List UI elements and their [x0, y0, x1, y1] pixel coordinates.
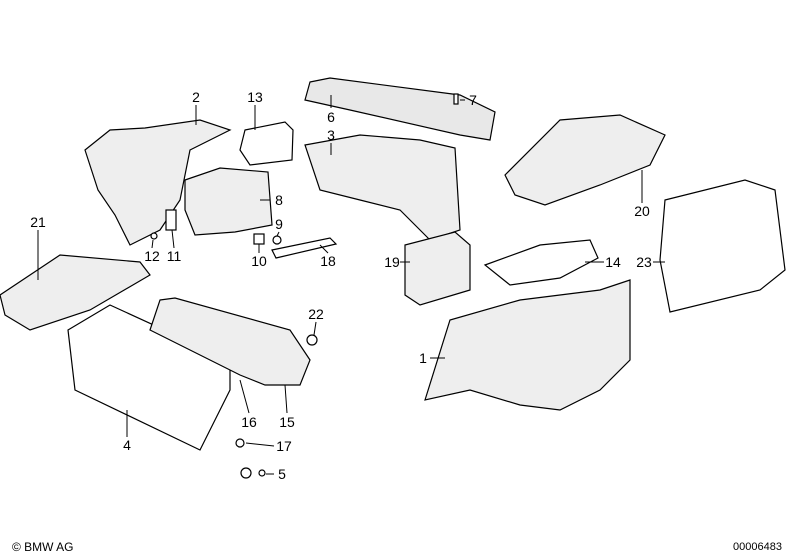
- part-7-clip: [453, 93, 459, 105]
- callout-22[interactable]: 22: [308, 306, 324, 322]
- callout-14[interactable]: 14: [605, 254, 621, 270]
- part-6-shelf: [304, 77, 496, 141]
- part-9-clip: [272, 235, 282, 245]
- copyright-text: © BMW AG: [12, 540, 74, 554]
- callout-19[interactable]: 19: [384, 254, 400, 270]
- part-14-box: [483, 239, 599, 286]
- callout-6[interactable]: 6: [327, 109, 335, 125]
- part-8-cover: [184, 167, 273, 236]
- callout-5[interactable]: 5: [278, 466, 286, 482]
- callout-2[interactable]: 2: [192, 89, 200, 105]
- part-22-clip: [306, 334, 318, 346]
- diagram-number: 00006483: [733, 541, 782, 553]
- callout-8[interactable]: 8: [275, 192, 283, 208]
- part-18-strip: [271, 237, 338, 259]
- callout-15[interactable]: 15: [279, 414, 295, 430]
- callout-18[interactable]: 18: [320, 253, 336, 269]
- part-3-panel: [304, 134, 461, 241]
- callout-17[interactable]: 17: [276, 438, 292, 454]
- callout-7[interactable]: 7: [469, 92, 477, 108]
- part-5-screw: [240, 467, 252, 479]
- callout-4[interactable]: 4: [123, 437, 131, 453]
- callout-13[interactable]: 13: [247, 89, 263, 105]
- callout-10[interactable]: 10: [251, 253, 267, 269]
- part-23-panel: [659, 179, 786, 313]
- callout-12[interactable]: 12: [144, 248, 160, 264]
- part-19-cover: [404, 231, 471, 306]
- callout-3[interactable]: 3: [327, 127, 335, 143]
- part-17-clip: [235, 438, 245, 448]
- callout-20[interactable]: 20: [634, 203, 650, 219]
- part-1-trim: [424, 279, 631, 411]
- part-12-clip: [150, 232, 158, 240]
- callout-1[interactable]: 1: [419, 350, 427, 366]
- callout-23[interactable]: 23: [636, 254, 652, 270]
- part-10-clip: [253, 233, 265, 245]
- part-2-trim: [84, 119, 232, 246]
- part-13-panel: [239, 121, 294, 166]
- callout-11[interactable]: 11: [166, 248, 182, 264]
- part-5-nut: [258, 469, 266, 477]
- callout-21[interactable]: 21: [30, 214, 46, 230]
- callout-9[interactable]: 9: [275, 216, 283, 232]
- part-20-tray: [504, 114, 666, 206]
- part-11-clip: [165, 209, 177, 231]
- callout-16[interactable]: 16: [241, 414, 257, 430]
- part-15-trim: [149, 297, 311, 386]
- part-4-panel: [67, 304, 231, 451]
